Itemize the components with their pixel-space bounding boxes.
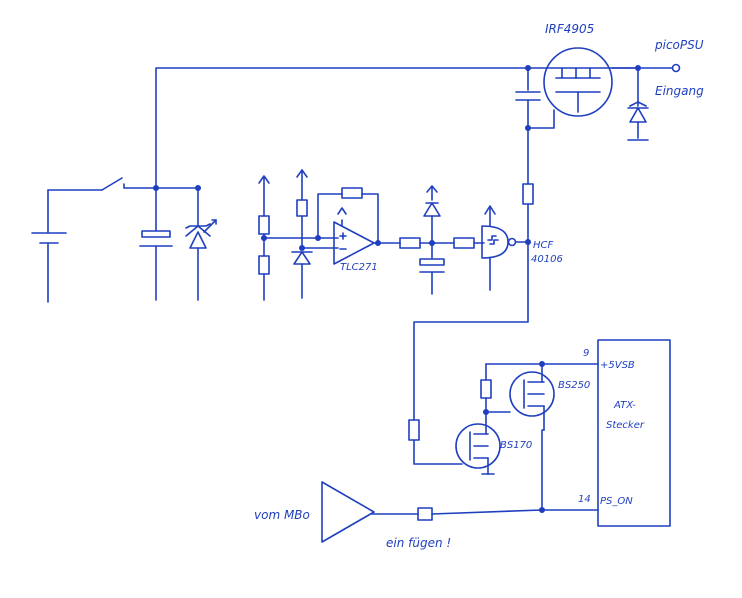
label-hcf-number: 40106 xyxy=(531,254,563,265)
label-5vsb: +5VSB xyxy=(600,360,635,371)
output-terminal xyxy=(671,63,681,73)
filter-resistor xyxy=(399,237,421,249)
gate-resistor xyxy=(522,183,534,205)
output-zener xyxy=(627,67,649,141)
zener-diode-left xyxy=(185,187,217,301)
label-vom-mbo: vom MBo xyxy=(254,508,310,522)
main-supply-wire xyxy=(155,67,639,189)
control-wire xyxy=(413,439,463,465)
schmitt-input-resistor xyxy=(453,237,475,249)
junction-dot xyxy=(315,235,321,241)
label-bs250: BS250 xyxy=(558,380,591,391)
voltage-divider xyxy=(258,175,270,301)
inserted-resistor xyxy=(417,507,433,521)
filter-capacitor xyxy=(419,242,445,295)
label-atx: ATX- xyxy=(614,400,636,411)
label-tlc271: TLC271 xyxy=(340,262,378,273)
mosfet-bs170 xyxy=(455,411,501,475)
filter-zener xyxy=(423,185,441,244)
opamp-tlc271 xyxy=(333,207,375,265)
series-resistor xyxy=(408,419,420,441)
label-stecker: Stecker xyxy=(606,420,644,431)
label-irf4905: IRF4905 xyxy=(545,22,595,36)
bs250-drain-wire xyxy=(541,429,545,511)
label-pin-14: 14 xyxy=(578,494,591,505)
pullup-resistor xyxy=(480,379,492,399)
pullup-wire xyxy=(485,397,511,413)
feedback-wire xyxy=(361,193,379,244)
label-ps-on: PS_ON xyxy=(600,496,633,507)
label-hcf: HCF xyxy=(533,240,554,251)
battery-symbol xyxy=(31,189,67,303)
label-picopsu: picoPSU xyxy=(655,38,704,52)
mb-signal-wire xyxy=(431,509,543,515)
mb-buffer xyxy=(321,481,375,543)
gate-capacitor xyxy=(515,91,541,129)
feedback-resistor xyxy=(341,187,363,199)
reference-zener xyxy=(291,169,313,299)
control-wire xyxy=(413,241,529,421)
feedback-wire xyxy=(317,193,343,239)
label-eingang: Eingang xyxy=(655,84,704,98)
electrolytic-capacitor xyxy=(139,187,173,301)
mosfet-bs250 xyxy=(509,363,555,431)
power-switch xyxy=(47,177,157,191)
gate-node-wire xyxy=(527,109,555,129)
label-einfuegen: ein fügen ! xyxy=(386,536,452,550)
schmitt-trigger-inverter xyxy=(481,205,517,291)
mosfet-irf4905 xyxy=(543,47,613,117)
atx-connector xyxy=(597,339,671,527)
label-pin-9: 9 xyxy=(583,348,590,359)
label-bs170: BS170 xyxy=(500,440,533,451)
